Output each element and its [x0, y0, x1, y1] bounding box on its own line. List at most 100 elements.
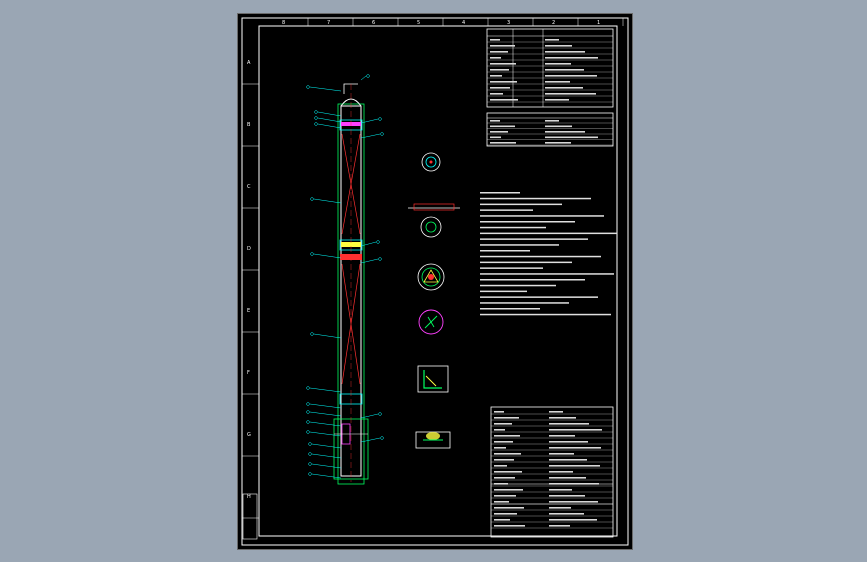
table-cell-text [545, 57, 598, 59]
leader-line [311, 453, 342, 459]
border-number: 8 [282, 20, 285, 26]
table-cell-text [494, 423, 512, 425]
table-cell-text [545, 136, 598, 139]
table-cell-text [549, 417, 576, 419]
table-cell-text [545, 51, 585, 53]
balloon [314, 116, 318, 120]
table-cell-text [490, 99, 518, 101]
table-cell-text [490, 131, 508, 133]
table-cell-text [494, 459, 514, 461]
table-cell-text [549, 465, 600, 467]
border-number: 5 [417, 20, 420, 26]
table-cell-text [549, 447, 601, 449]
table-cell-text [490, 51, 508, 53]
balloon [366, 74, 370, 78]
table-cell-text [490, 142, 516, 144]
leader-line [309, 403, 342, 409]
balloon [306, 410, 310, 414]
table-cell-text [549, 441, 588, 443]
table-cell-text [549, 459, 587, 461]
table-cell-text [494, 411, 504, 413]
table-cell-text [549, 489, 572, 491]
leader-line [360, 133, 381, 139]
note-line [480, 308, 540, 310]
note-line [480, 313, 611, 316]
leader-line [317, 111, 342, 117]
balloon [308, 472, 312, 476]
table-cell-text [494, 465, 507, 467]
leader-line [311, 463, 342, 469]
note-line [480, 226, 546, 229]
table-cell-text [494, 417, 519, 419]
balloon [314, 110, 318, 114]
balloon [380, 436, 384, 440]
balloon [376, 240, 380, 244]
table-cell-text [490, 93, 503, 95]
leader-line [360, 258, 379, 264]
table-cell-text [494, 429, 505, 431]
table-cell-text [549, 453, 574, 455]
table-cell-text [490, 75, 502, 77]
border-letter: B [247, 122, 251, 128]
leader-line [317, 123, 342, 129]
table-cell-text [490, 87, 510, 89]
balloon [306, 85, 310, 89]
leader-line [311, 443, 342, 449]
table-cell-text [549, 507, 571, 509]
table-cell-text [545, 87, 583, 89]
table-cell-text [494, 489, 523, 491]
table-cell-text [494, 513, 517, 515]
table-cell-text [494, 495, 516, 497]
note-line [480, 296, 598, 298]
leader-line [309, 411, 342, 417]
note-line [480, 197, 591, 200]
table-cell-text [490, 39, 500, 41]
table-cell-text [545, 125, 572, 128]
table-cell-text [490, 45, 515, 47]
sheet-outer-frame [241, 17, 629, 546]
table-cell-text [549, 501, 598, 503]
border-letter: F [247, 370, 250, 376]
leader-line [313, 198, 342, 204]
table-cell-text [545, 131, 585, 133]
balloon [310, 332, 314, 336]
title-block [490, 406, 614, 538]
table-cell-text [549, 525, 570, 527]
table-cell-text [545, 142, 571, 144]
table-cell-text [490, 57, 501, 59]
leader-line [309, 421, 342, 427]
table-cell-text [490, 125, 515, 128]
note-line [480, 209, 533, 211]
table-cell-text [490, 63, 516, 65]
border-number: 4 [462, 20, 465, 26]
balloon [308, 452, 312, 456]
border-number: 3 [507, 20, 510, 26]
border-number: 1 [597, 20, 600, 26]
note-line [480, 267, 543, 269]
balloon [310, 197, 314, 201]
table-cell-text [545, 69, 584, 71]
border-letter: A [247, 60, 251, 66]
balloon [378, 257, 382, 261]
border-letter: D [247, 246, 251, 252]
table-cell-text [494, 483, 508, 485]
table-cell-text [494, 519, 510, 521]
table-cell-text [490, 136, 501, 139]
note-line [480, 302, 569, 304]
table-cell-text [545, 45, 572, 47]
table-cell-text [494, 447, 506, 449]
note-line [480, 192, 520, 194]
table-cell-text [549, 471, 573, 473]
note-line [480, 255, 601, 258]
leader-line [317, 117, 342, 123]
border-letter: H [247, 494, 251, 500]
table-cell-text [549, 513, 584, 515]
balloon [306, 430, 310, 434]
table-cell-text [494, 471, 522, 473]
table-cell-text [549, 519, 597, 521]
table-cell-text [490, 81, 517, 83]
table-cell-text [494, 501, 509, 503]
balloon [306, 420, 310, 424]
